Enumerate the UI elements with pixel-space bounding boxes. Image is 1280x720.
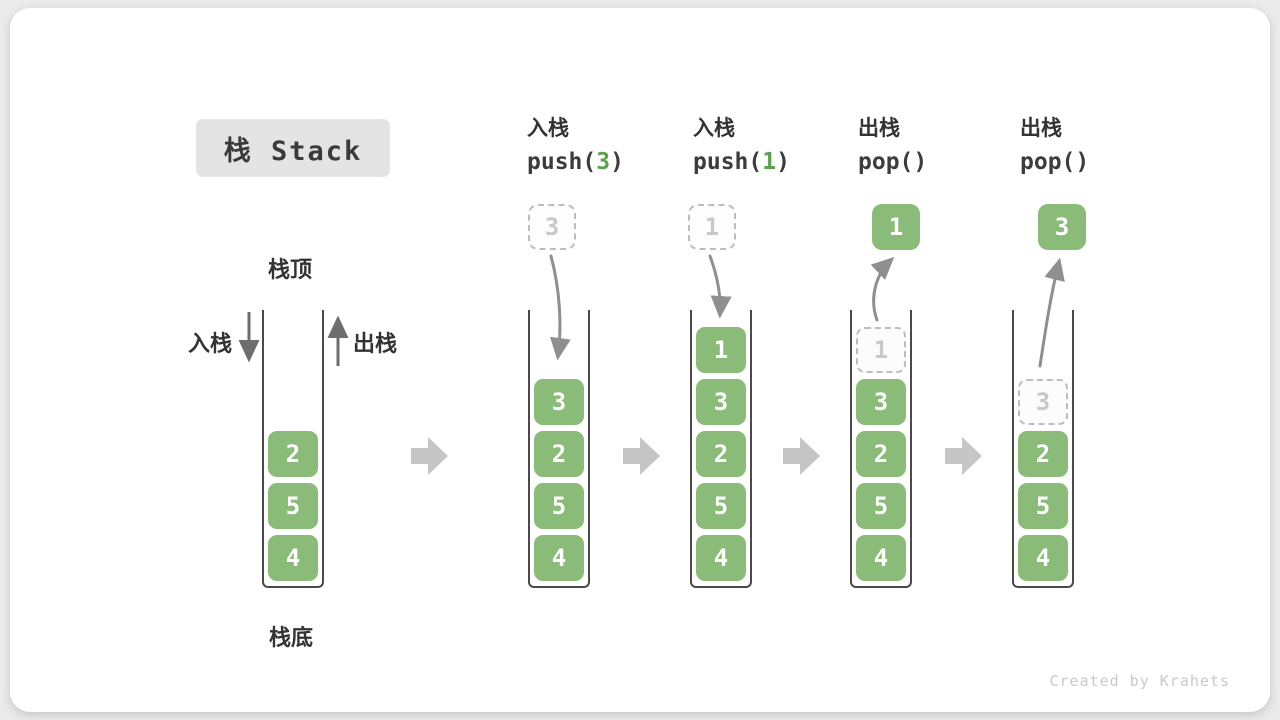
- title-text: 栈 Stack: [223, 135, 363, 167]
- op-cn-text: 入栈: [527, 116, 569, 140]
- op-cn-text: 出栈: [858, 116, 900, 140]
- stack-cell: 5: [696, 483, 746, 529]
- stack-cell: 5: [268, 483, 318, 529]
- stack-bottom-label: 栈底: [269, 626, 314, 651]
- op-cn-text: 入栈: [693, 116, 735, 140]
- next-state-arrow-icon: [945, 437, 982, 475]
- code-fn: pop(: [1020, 149, 1076, 175]
- stack-cell: 3: [856, 379, 906, 425]
- arrows-overlay: [238, 254, 1065, 475]
- pending-push-box: 1: [688, 204, 736, 250]
- code-close: ): [1075, 149, 1090, 175]
- stack-cell: 2: [856, 431, 906, 477]
- stack-cell: 2: [268, 431, 318, 477]
- stack-cell: 5: [1018, 483, 1068, 529]
- op-code-text: push(1): [693, 149, 790, 175]
- code-close: ): [610, 149, 624, 175]
- op-code-text: pop(): [1020, 149, 1089, 175]
- stack-container-state1: 2 5 4: [262, 310, 324, 588]
- stack-container-state4: 1 3 2 5 4: [850, 310, 912, 588]
- op-cn-text: 出栈: [1020, 116, 1062, 140]
- stack-container-state2: 3 2 5 4: [528, 310, 590, 588]
- code-fn: push(: [693, 149, 763, 175]
- op-code-text: push(3): [527, 149, 624, 175]
- code-arg: 1: [762, 149, 777, 175]
- stack-cell: 4: [534, 535, 584, 581]
- op-label-pop2: 出栈 pop(): [1020, 114, 1089, 175]
- op-label-push1: 入栈 push(1): [693, 114, 790, 175]
- code-fn: push(: [527, 149, 597, 175]
- op-label-pop1: 出栈 pop(): [858, 114, 927, 175]
- push-motion-arrow-icon: [708, 254, 732, 319]
- watermark-credit: Created by Krahets: [1049, 672, 1230, 690]
- stack-cell: 3: [696, 379, 746, 425]
- stack-cell: 5: [534, 483, 584, 529]
- push-side-label: 入栈: [188, 332, 233, 357]
- stack-cell: 3: [534, 379, 584, 425]
- popped-value-box: 1: [872, 204, 920, 250]
- code-close: ): [913, 149, 928, 175]
- stack-cell: 4: [1018, 535, 1068, 581]
- stack-cell: 4: [696, 535, 746, 581]
- popped-value-box: 3: [1038, 204, 1086, 250]
- stack-cell-ghost: 1: [856, 327, 906, 373]
- next-state-arrow-icon: [783, 437, 820, 475]
- op-code-text: pop(): [858, 149, 927, 175]
- stack-container-state3: 1 3 2 5 4: [690, 310, 752, 588]
- pop-side-label: 出栈: [353, 332, 398, 357]
- stack-cell-ghost: 3: [1018, 379, 1068, 425]
- stack-cell: 1: [696, 327, 746, 373]
- stack-cell: 2: [534, 431, 584, 477]
- stack-cell: 4: [856, 535, 906, 581]
- code-fn: pop(: [858, 149, 914, 175]
- title-box: 栈 Stack: [196, 119, 390, 177]
- op-label-push3: 入栈 push(3): [527, 114, 624, 175]
- code-close: ): [776, 149, 790, 175]
- stack-cell: 4: [268, 535, 318, 581]
- next-state-arrow-icon: [411, 437, 448, 475]
- stack-cell: 5: [856, 483, 906, 529]
- pending-push-box: 3: [528, 204, 576, 250]
- stack-container-state5: 3 2 5 4: [1012, 310, 1074, 588]
- stack-cell: 2: [696, 431, 746, 477]
- diagram-card: 栈 Stack 栈顶 栈底 入栈 出栈 入栈 push(3) 入栈 push(1…: [10, 8, 1270, 712]
- next-state-arrow-icon: [623, 437, 660, 475]
- stack-cell: 2: [1018, 431, 1068, 477]
- stack-top-label: 栈顶: [268, 258, 313, 283]
- code-arg: 3: [596, 149, 611, 175]
